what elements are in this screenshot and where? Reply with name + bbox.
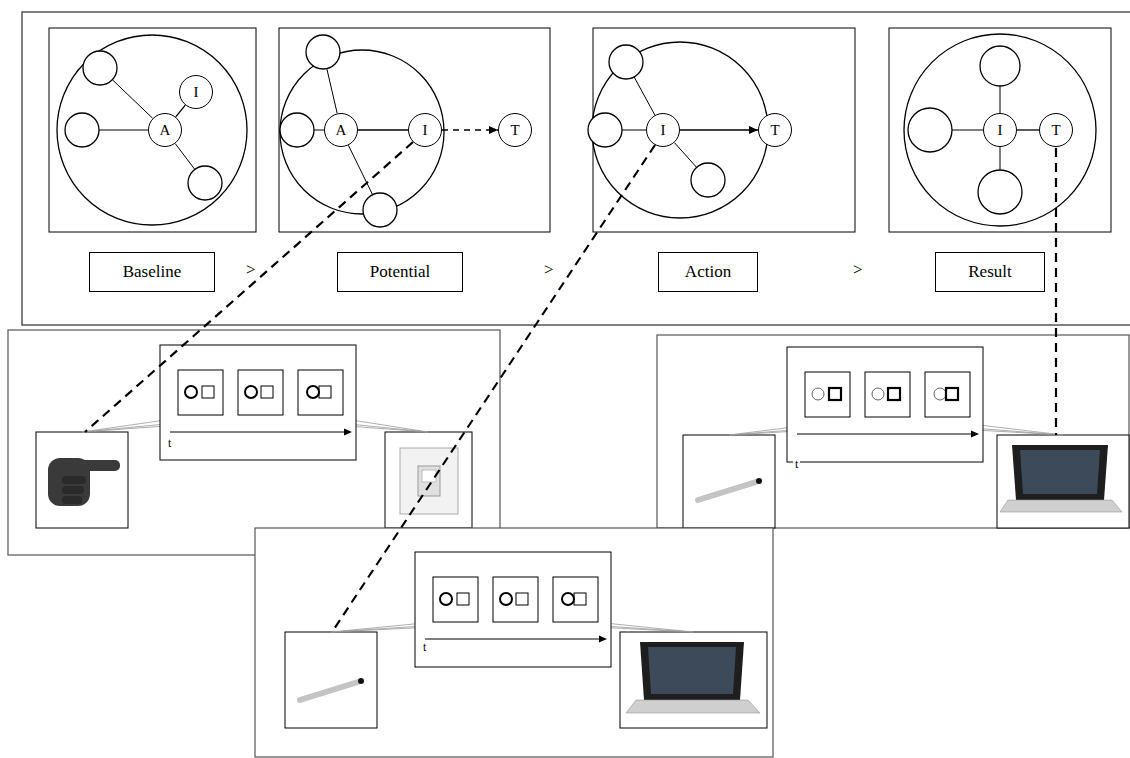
sequence-symbol: > <box>244 261 258 280</box>
node-text: I <box>423 122 428 139</box>
stage-label-box: Potential <box>337 252 463 292</box>
time-axis-label: t <box>793 458 800 471</box>
state-connector <box>358 129 408 130</box>
state-connector <box>176 105 186 117</box>
node-text: I <box>661 122 666 139</box>
node-text: T <box>510 122 519 139</box>
stage-label-box: Baseline <box>89 252 215 292</box>
state-circle: A <box>148 113 182 147</box>
stage-label-box: Action <box>658 252 758 292</box>
time-axis-label: t <box>421 641 428 654</box>
node-text: I <box>194 84 199 101</box>
state-circle: T <box>758 113 792 147</box>
sequence-symbol: > <box>542 261 556 280</box>
node-text: Baseline <box>123 262 182 282</box>
state-circle: T <box>1039 113 1073 147</box>
node-text: T <box>1051 122 1060 139</box>
node-text: A <box>160 122 171 139</box>
node-text: I <box>998 122 1003 139</box>
state-circle: I <box>408 113 442 147</box>
state-circle: I <box>179 75 213 109</box>
node-text: Potential <box>370 262 430 282</box>
stage-label-box: Result <box>935 252 1045 292</box>
state-circle: I <box>646 113 680 147</box>
node-text: Action <box>685 262 731 282</box>
state-circle: A <box>324 113 358 147</box>
state-circle: I <box>983 113 1017 147</box>
state-connector <box>1017 129 1039 130</box>
node-text: A <box>336 122 347 139</box>
state-connector <box>680 129 758 130</box>
state-circle: T <box>498 113 532 147</box>
node-text: T <box>770 122 779 139</box>
state-connector <box>442 129 498 130</box>
sequence-symbol: > <box>851 261 865 280</box>
node-text: Result <box>968 262 1011 282</box>
time-axis-label: t <box>166 437 173 450</box>
